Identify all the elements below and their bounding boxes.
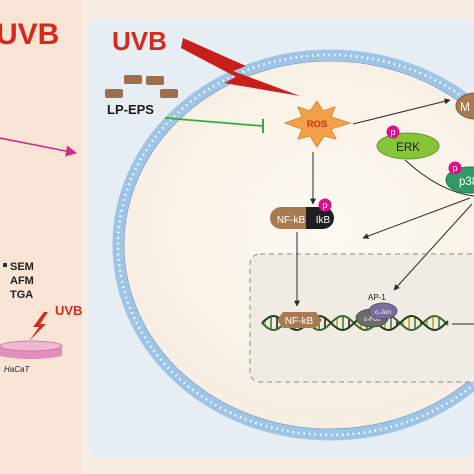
erk-label: ERK (396, 142, 420, 154)
mapk-to-nfkb-arrow (362, 197, 471, 239)
membrane-inner-edge (123, 60, 474, 430)
nucleus-nfkb-node (277, 312, 322, 328)
p38-phospho-label: p (452, 163, 457, 173)
cjun-node (368, 302, 398, 320)
mapk-node (455, 92, 474, 120)
erk-phospho-badge (386, 125, 400, 139)
mapk-label: M (460, 100, 470, 114)
nfkb-ikb-complex (270, 207, 334, 229)
p38-phospho-badge (448, 161, 462, 175)
dna-strand (261, 314, 449, 332)
ap1-label: AP-1 (368, 293, 386, 302)
inhibition-line (164, 117, 264, 133)
culture-dish-icon (0, 340, 63, 359)
dish-lightning-icon (29, 312, 48, 341)
nfkb-label: NF-kB (277, 215, 306, 226)
erk-node (376, 132, 440, 160)
left-uvb-title: UVB (0, 18, 59, 51)
ikb-phospho-badge (318, 198, 332, 212)
technique-sem: SEM (10, 261, 34, 273)
dish-label: HaCaT (4, 365, 30, 374)
technique-list: SEM AFM TGA (3, 261, 34, 301)
ikb-label: IkB (316, 215, 331, 226)
ikb-phospho-label: p (322, 200, 327, 210)
cjun-label: c-Jun (375, 309, 391, 316)
erk-phospho-label: p (390, 127, 395, 137)
uvb-lightning-icon (181, 38, 300, 96)
erk-curve-connector (404, 159, 474, 197)
ros-star-icon (283, 100, 352, 148)
technique-bullet (3, 263, 7, 267)
nucleus-nfkb-label: NF-kB (285, 316, 314, 327)
technique-tga: TGA (10, 289, 33, 301)
dish-uvb-label: UVB (55, 303, 82, 318)
left-panel (0, 0, 82, 474)
cfos-label: c-Fos (364, 316, 381, 323)
technique-afm: AFM (10, 275, 34, 287)
main-uvb-title: UVB (112, 26, 167, 56)
lp-eps-label: LP-EPS (107, 102, 154, 117)
ros-to-mapk-arrow (352, 98, 451, 125)
lp-eps-granules (105, 75, 178, 98)
transition-arrow (0, 137, 78, 157)
p38-label: p38 (459, 176, 474, 188)
mapk-to-ap1-arrow (393, 203, 473, 291)
ros-label: ROS (307, 119, 328, 130)
